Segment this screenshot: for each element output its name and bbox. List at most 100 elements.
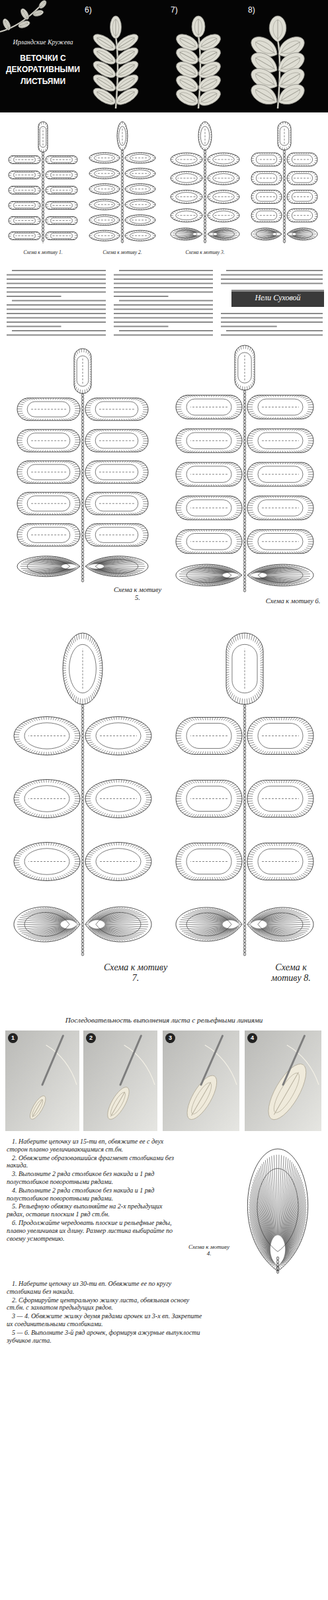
chain-stitch: [243, 820, 246, 824]
leaf: [124, 214, 156, 226]
leaf-core: [257, 196, 276, 198]
chain-stitch: [81, 486, 84, 490]
text-line: [6, 304, 106, 306]
leaf: [17, 460, 81, 484]
crochet-scheme: [89, 121, 156, 244]
lace-leaf: [1, 17, 12, 32]
chain-stitch: [243, 816, 246, 820]
chain-stitch: [243, 515, 246, 520]
chain-stitch: [243, 522, 246, 526]
leaf: [89, 199, 120, 210]
leaf-core: [82, 358, 84, 384]
leaf-inner-row: [95, 401, 139, 417]
stitch-marks: [277, 121, 291, 151]
leaf-inner-row: [129, 185, 151, 193]
chain-stitch: [243, 499, 246, 503]
chain-stitch: [81, 862, 84, 867]
leaf-ridge: [178, 90, 198, 106]
chain-stitch: [81, 555, 84, 559]
leaf-vein: [22, 10, 28, 19]
chain-stitch: [81, 786, 84, 791]
step-text: 6. Продолжайте чередовать плоские и рель…: [6, 1218, 180, 1242]
leaf-inner-row: [257, 533, 303, 550]
chain-stitch: [81, 757, 84, 761]
leaf-outline: [62, 632, 103, 705]
leaf-outline: [85, 779, 152, 819]
stitch-marks: [175, 780, 243, 818]
leaf-vein: [96, 50, 114, 62]
chain-stitch: [243, 846, 246, 850]
header-ground: [0, 0, 328, 113]
text-line: [113, 321, 213, 323]
leaf: [251, 208, 282, 223]
leaf: [124, 152, 156, 164]
chain-stitch: [243, 446, 246, 450]
text-group: 1: [7, 1032, 18, 1043]
leaf-vein: [201, 52, 218, 61]
chain-stitch: [41, 231, 45, 235]
text-line: [6, 278, 106, 280]
leaf-outline: [17, 398, 81, 421]
chain-stitch: [243, 753, 246, 758]
chain-stitch: [81, 495, 84, 500]
chain-stitch: [283, 232, 286, 237]
text-line: [6, 312, 106, 315]
leaf-outline: [85, 906, 152, 942]
leaf: [37, 0, 48, 10]
chain-stitch: [243, 727, 246, 731]
chain-stitch: [121, 199, 124, 204]
leaf: [195, 85, 223, 110]
leaf-inner-row: [291, 210, 313, 221]
leaf-outline: [45, 232, 78, 241]
leaf-outline: [117, 121, 128, 151]
leaf-outline: [8, 216, 41, 225]
leaf-inner-row: [186, 785, 232, 811]
stitch-marks: [179, 564, 243, 586]
chain-stitch: [121, 226, 124, 230]
leaf: [175, 394, 243, 419]
chain-stitch: [41, 214, 45, 219]
stitch-marks: [17, 429, 81, 452]
stitch-marks: [85, 556, 145, 576]
leaf-core: [284, 127, 286, 144]
leaf-outline: [89, 183, 120, 195]
chain-stitch: [81, 932, 84, 936]
stitch-marks: [89, 183, 120, 195]
leaf: [89, 214, 120, 226]
leaf-outline: [287, 171, 318, 185]
chain-stitch: [283, 209, 286, 213]
chain-stitch: [81, 396, 84, 401]
leaf-core: [95, 188, 114, 190]
stem-line: [82, 393, 84, 582]
text-line: [119, 269, 213, 272]
leaf: [207, 228, 240, 241]
lace-leaf: [173, 85, 202, 110]
leaf-core: [95, 157, 114, 159]
leaf-vein: [280, 89, 301, 101]
chain-stitch: [203, 203, 207, 207]
text-line: [11, 269, 106, 272]
leaf-inner-row: [291, 173, 313, 184]
leaf-core: [52, 189, 71, 191]
text-line: [113, 283, 213, 285]
leaf-inner-row: [95, 527, 139, 543]
leaf-outline: [251, 152, 282, 166]
text-line: [226, 269, 323, 272]
text-line: [6, 283, 106, 285]
text-line: [113, 291, 213, 293]
leaf-core: [214, 196, 233, 198]
leaf-core: [99, 798, 137, 799]
text-line: [119, 300, 213, 302]
leaf: [17, 398, 81, 421]
leaf: [89, 167, 120, 179]
chain-stitch: [243, 578, 246, 582]
leaf-ridge: [253, 85, 276, 105]
chain-stitch: [243, 896, 246, 900]
chain-stitch: [283, 166, 286, 170]
leaf-inner-row: [119, 126, 127, 146]
chain-stitch: [243, 707, 246, 711]
chain-stitch: [203, 183, 207, 187]
chain-stitch: [283, 186, 286, 190]
crochet-scheme: [17, 348, 149, 582]
stitch-marks: [124, 230, 156, 241]
